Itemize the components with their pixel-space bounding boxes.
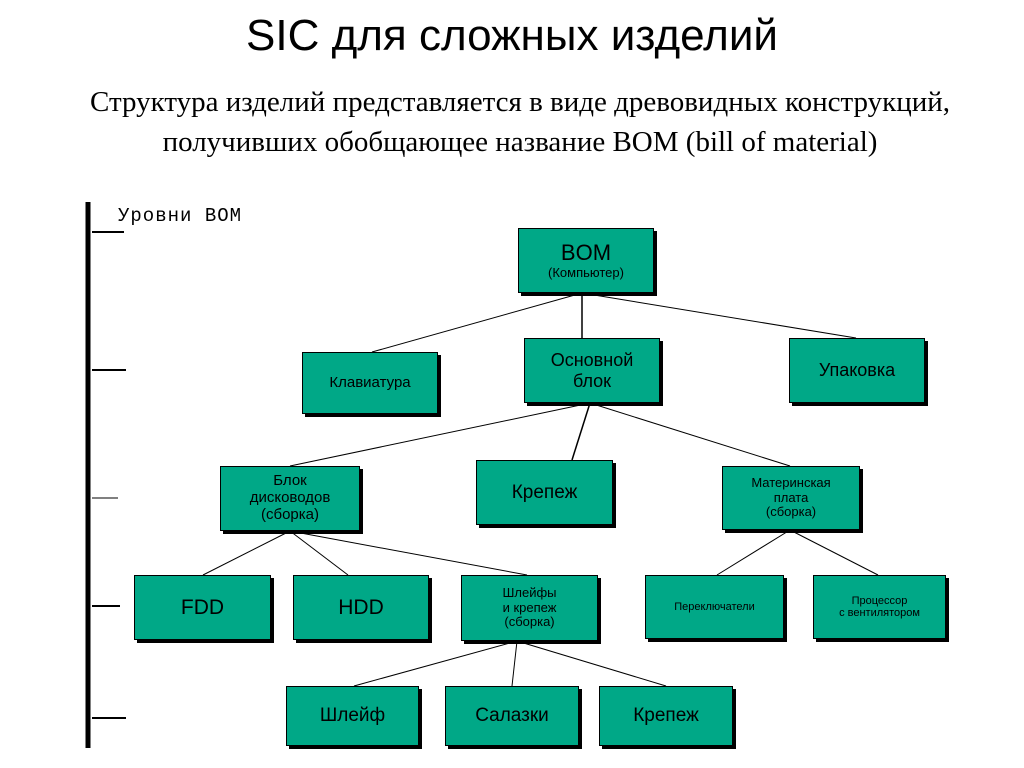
node-drive-block-line3: (сборка) xyxy=(260,505,319,523)
node-fasteners-low: Крепеж xyxy=(599,686,733,746)
node-cables-assembly-line3: (сборка) xyxy=(504,614,555,630)
node-cables-assembly-line2: и крепеж xyxy=(502,599,557,615)
node-hdd-label: HDD xyxy=(338,595,384,619)
edge-cables-rails xyxy=(511,640,518,687)
node-processor-line2: с вентилятором xyxy=(839,607,920,619)
node-main-unit: Основной блок xyxy=(524,338,660,403)
node-rails: Салазки xyxy=(445,686,579,746)
node-main-unit-line2: блок xyxy=(572,370,612,391)
edge-main-motherboard xyxy=(589,402,791,467)
node-cable: Шлейф xyxy=(286,686,419,746)
edge-main-drive xyxy=(289,402,591,467)
node-motherboard-line3: (сборка) xyxy=(765,504,817,520)
node-cable-label: Шлейф xyxy=(319,705,386,727)
edge-drive-cables xyxy=(289,530,528,576)
node-motherboard: Материнская плата (сборка) xyxy=(722,466,860,530)
node-fasteners-low-label: Крепеж xyxy=(633,705,699,727)
edge-mb-switches xyxy=(716,529,791,576)
page-subtitle: Структура изделий представляется в виде … xyxy=(90,86,951,158)
node-keyboard-label: Клавиатура xyxy=(329,373,411,391)
node-drive-block: Блок дисководов (сборка) xyxy=(220,466,360,531)
edge-cables-cable xyxy=(353,640,518,687)
node-bom-title: BOM xyxy=(560,239,612,265)
node-drive-block-line2: дисководов xyxy=(249,489,331,507)
node-packaging: Упаковка xyxy=(789,338,925,403)
node-fdd-label: FDD xyxy=(180,595,225,619)
levels-axis-label: Уровни BOM xyxy=(118,205,243,227)
node-hdd: HDD xyxy=(293,575,429,640)
edge-drive-hdd xyxy=(289,530,349,576)
node-bom: BOM (Компьютер) xyxy=(518,228,654,293)
edge-cables-fasteners xyxy=(516,640,667,687)
node-main-unit-line1: Основной xyxy=(550,350,634,371)
node-switches-label: Переключатели xyxy=(674,600,755,613)
edge-main-fasteners xyxy=(571,402,591,461)
node-processor-line1: Процессор xyxy=(851,594,908,607)
node-drive-block-line1: Блок xyxy=(273,472,307,490)
node-packaging-label: Упаковка xyxy=(818,360,896,381)
node-switches: Переключатели xyxy=(645,575,784,639)
node-rails-label: Салазки xyxy=(475,705,549,727)
node-fasteners-mid: Крепеж xyxy=(476,460,613,525)
node-cables-assembly-line1: Шлейфы xyxy=(502,585,557,601)
node-cables-assembly: Шлейфы и крепеж (сборка) xyxy=(461,575,598,641)
edge-drive-fdd xyxy=(202,530,291,576)
node-fasteners-mid-label: Крепеж xyxy=(511,481,578,503)
edge-bom-keyboard xyxy=(371,292,583,353)
node-processor: Процессор с вентилятором xyxy=(813,575,946,639)
page-title: SIC для сложных изделий xyxy=(246,11,778,60)
node-bom-subtitle: (Компьютер) xyxy=(548,264,624,280)
node-fdd: FDD xyxy=(134,575,271,640)
edge-bom-packaging xyxy=(581,292,857,339)
node-motherboard-line1: Материнская xyxy=(751,475,831,491)
node-motherboard-line2: плата xyxy=(773,489,809,505)
edge-mb-processor xyxy=(789,529,879,576)
node-keyboard: Клавиатура xyxy=(302,352,438,414)
